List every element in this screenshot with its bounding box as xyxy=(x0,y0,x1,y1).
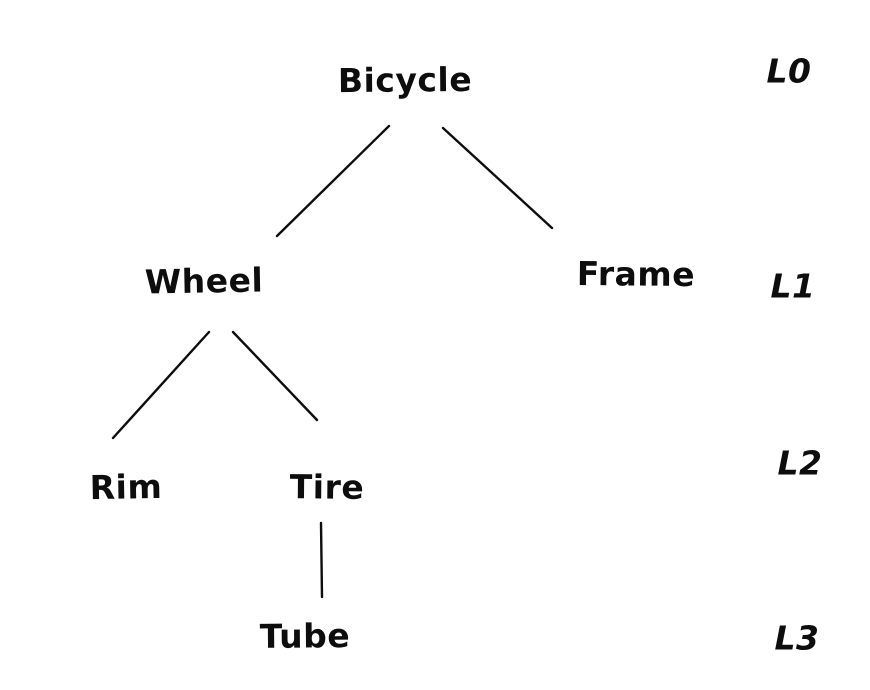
node-rim: Rim xyxy=(89,466,163,508)
edge-wheel-rim xyxy=(111,330,211,440)
edge-wheel-tire xyxy=(231,330,319,422)
node-frame: Frame xyxy=(576,253,696,295)
level-label-l2: L2 xyxy=(777,443,823,483)
node-tire: Tire xyxy=(289,467,365,507)
node-wheel: Wheel xyxy=(144,260,264,302)
level-label-l0: L0 xyxy=(766,51,812,91)
level-label-l3: L3 xyxy=(774,618,820,658)
level-label-l1: L1 xyxy=(770,266,816,306)
edge-tire-tube xyxy=(319,521,324,599)
edge-bicycle-wheel xyxy=(275,124,391,238)
node-bicycle: Bicycle xyxy=(337,59,473,101)
node-tube: Tube xyxy=(259,616,351,656)
edge-bicycle-frame xyxy=(441,126,554,230)
